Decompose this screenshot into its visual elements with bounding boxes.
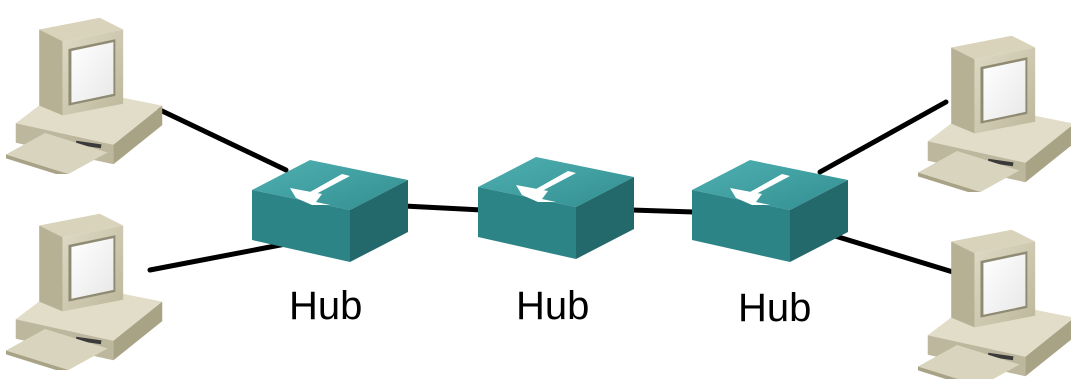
link-hub1-hub2	[401, 203, 485, 213]
hub-label: Hub	[738, 286, 812, 330]
computer-icon	[918, 229, 1071, 379]
link-hub2-hub3	[629, 207, 697, 215]
hub-icon	[478, 157, 634, 259]
hub-label: Hub	[516, 284, 590, 328]
link-pc1-hub1	[157, 107, 289, 173]
link-hub3-pc3	[817, 99, 949, 175]
hub-label: Hub	[289, 284, 363, 328]
link-hub3-pc4	[819, 229, 969, 279]
hub-icon	[692, 160, 848, 262]
computer-icon	[6, 213, 163, 370]
computer-icon	[918, 35, 1071, 192]
link-pc2-hub1	[147, 239, 299, 273]
computer-icon	[6, 17, 163, 174]
network-links	[147, 99, 969, 279]
